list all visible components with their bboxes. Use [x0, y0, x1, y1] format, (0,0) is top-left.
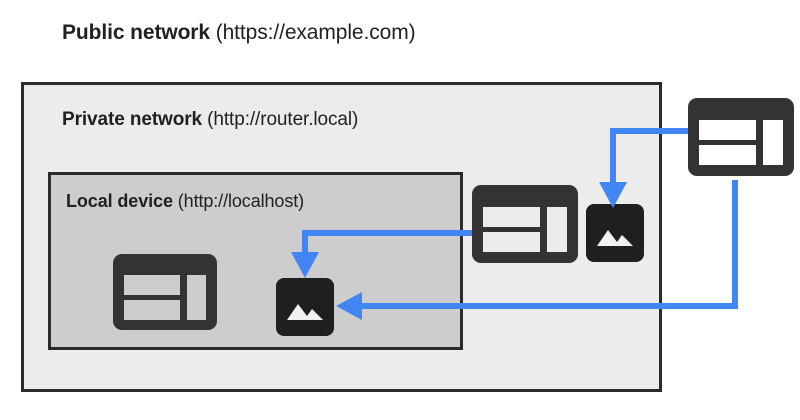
public-network-label: Public network (https://example.com): [62, 22, 416, 43]
local-device-label: Local device (http://localhost): [66, 192, 304, 210]
local-device-name: Local device: [66, 191, 173, 211]
public-network-name: Public network: [62, 21, 210, 44]
private-network-name: Private network: [62, 109, 202, 130]
private-network-label: Private network (http://router.local): [62, 110, 358, 129]
public-network-url: (https://example.com): [209, 21, 416, 44]
web-page-icon: [688, 98, 794, 176]
private-network-url: (http://router.local): [202, 109, 359, 130]
local-device-url: (http://localhost): [172, 191, 305, 211]
web-page-icon: [113, 254, 217, 330]
image-icon: [276, 278, 334, 336]
web-page-icon: [472, 185, 578, 263]
image-icon: [586, 204, 644, 262]
